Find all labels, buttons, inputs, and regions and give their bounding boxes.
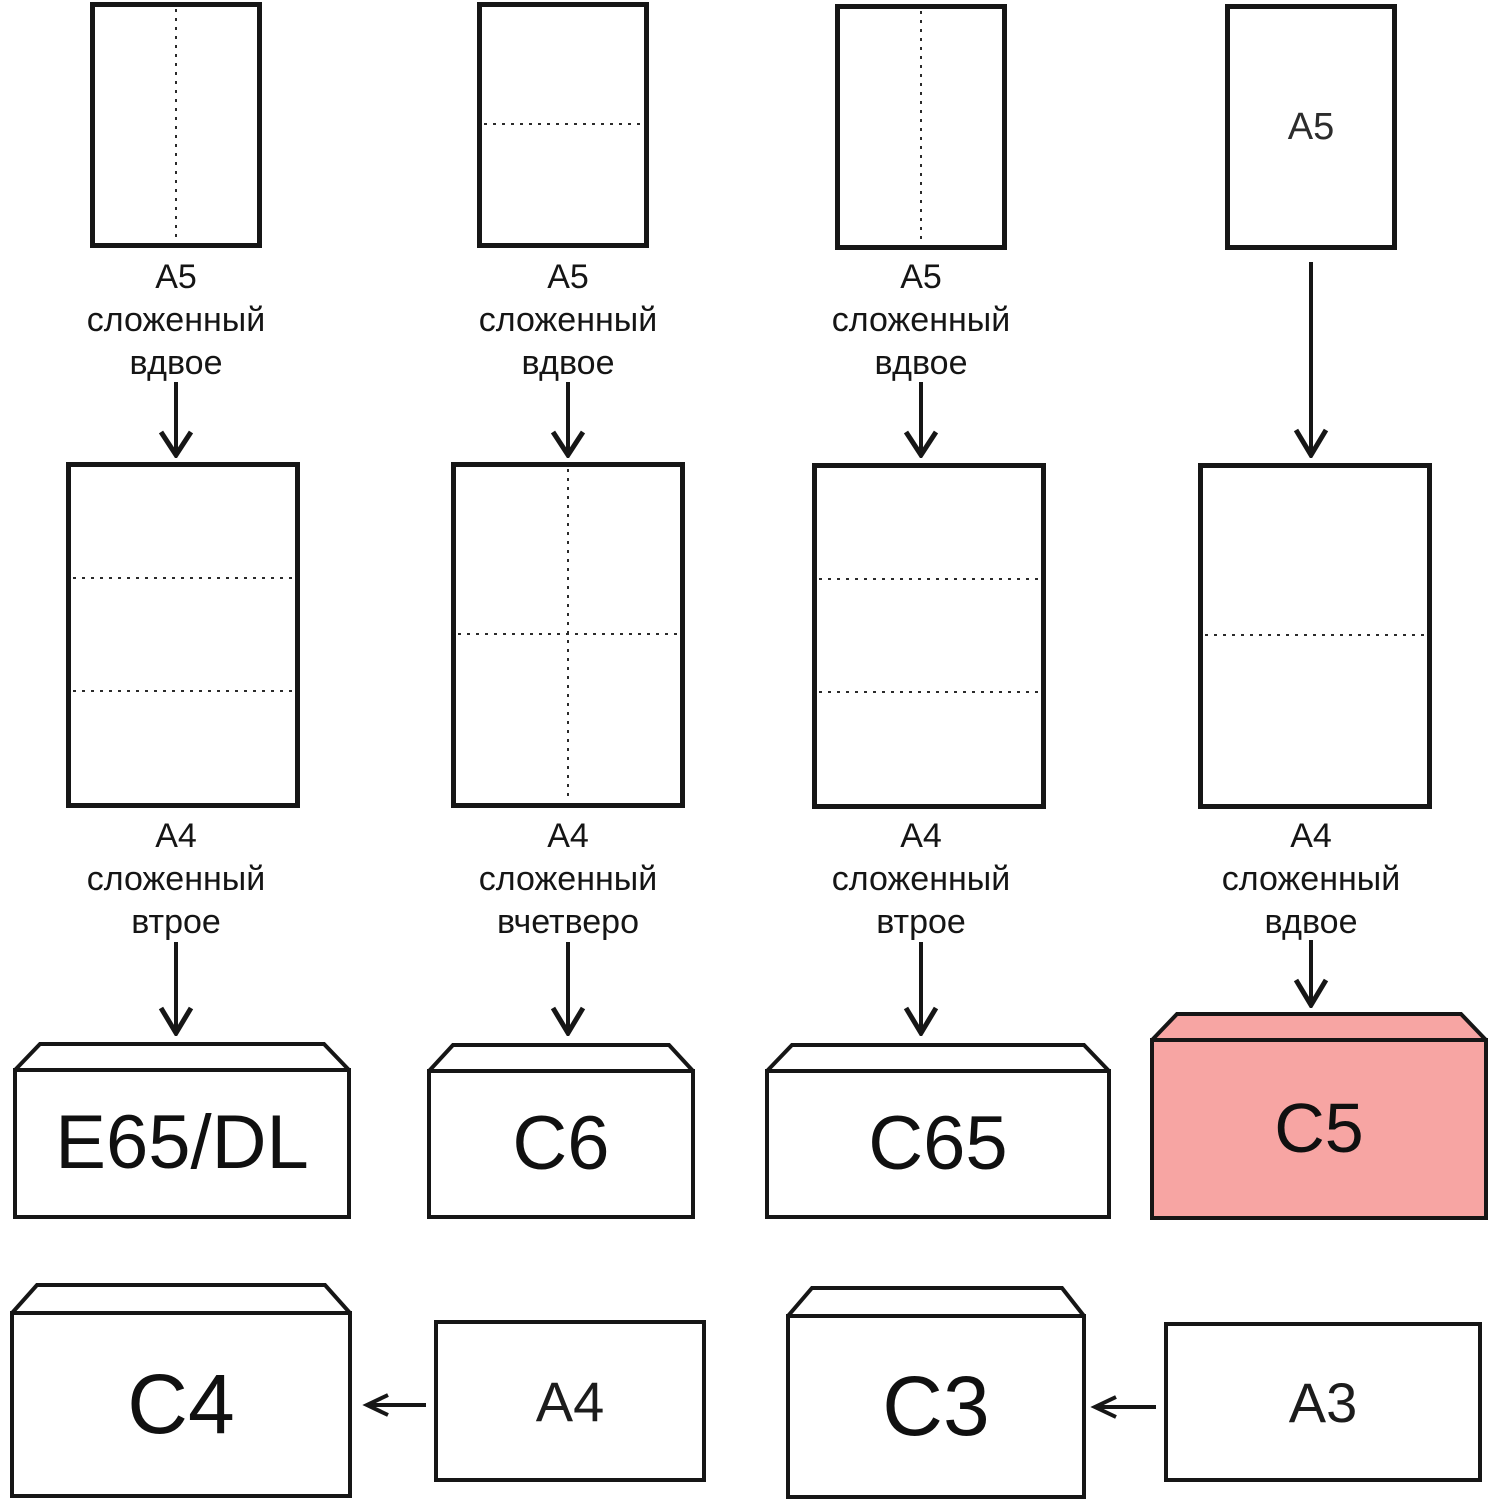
caption-line: сложенный [86,301,266,339]
caption-line: сложенный [831,301,1011,339]
caption-line: вчетверо [496,903,639,941]
envelope-flap [1150,1012,1488,1042]
envelope-c3 [786,1286,1086,1499]
caption-line: вдвое [874,344,968,382]
a4-sheet-col1 [66,462,300,808]
envelope-body [765,1069,1111,1219]
a5-sheet-col3 [835,4,1007,250]
a5-sheet-col4: А5 [1225,4,1397,250]
caption-line: вдвое [129,344,223,382]
envelope-label-c3: C3 [882,1359,990,1453]
fold-line-horizontal [73,690,293,692]
caption-line: втрое [876,903,966,941]
envelope-label-c4: C4 [127,1357,235,1451]
fold-line-horizontal [1205,634,1425,636]
fold-line-vertical [920,11,922,243]
sheet-label-wrap: А5 [1230,9,1392,245]
a3-sheet-bottom: А3 [1164,1322,1482,1482]
sheet-label-a4: А4 [535,1369,605,1433]
arrow-down-icon [1293,262,1329,458]
envelope-e65dl [13,1042,351,1219]
envelope-flap [427,1043,695,1073]
arrow-down-icon [158,382,194,458]
caption-line: А4 [155,817,197,855]
envelope-flap [786,1286,1086,1318]
envelope-label-c5: C5 [1274,1089,1364,1167]
caption-line: А5 [900,258,942,296]
caption-line: сложенный [831,860,1011,898]
caption-a4-col1: А4 сложенный втрое [26,815,326,944]
fold-line-vertical [175,9,177,241]
caption-line: сложенный [1221,860,1401,898]
caption-a5-col3: А5 сложенный вдвое [771,256,1071,385]
envelope-c6 [427,1043,695,1219]
a4-sheet-bottom: А4 [434,1320,706,1482]
envelope-body [10,1311,352,1498]
envelope-c5-highlighted [1150,1012,1488,1220]
caption-line: А4 [547,817,589,855]
arrow-down-icon [903,942,939,1036]
envelope-label-c6: C6 [512,1100,610,1186]
arrow-down-icon [1293,940,1329,1008]
envelope-body [427,1069,695,1219]
fold-line-horizontal [458,633,678,635]
envelope-c4 [10,1283,352,1498]
caption-line: сложенный [86,860,266,898]
envelope-flap [765,1043,1111,1073]
caption-line: сложенный [478,860,658,898]
sheet-label-a3: А3 [1288,1370,1358,1434]
caption-line: втрое [131,903,221,941]
caption-line: А4 [900,817,942,855]
a4-sheet-col4 [1198,463,1432,809]
envelope-body [786,1314,1086,1499]
fold-line-horizontal [73,577,293,579]
caption-a4-col3: А4 сложенный втрое [771,815,1071,944]
a4-sheet-col3 [812,463,1046,809]
envelope-body [13,1068,351,1219]
a5-sheet-col1 [90,2,262,248]
arrow-down-icon [903,382,939,458]
fold-line-horizontal [484,123,642,125]
caption-a5-col1: А5 сложенный вдвое [26,256,326,385]
arrow-down-icon [158,942,194,1036]
sheet-label-wrap: А4 [438,1324,702,1478]
sheet-label-a5: А5 [1287,105,1335,148]
caption-a4-col4: А4 сложенный вдвое [1161,815,1461,944]
envelope-label-c65: C65 [868,1100,1008,1186]
caption-line: А5 [155,258,197,296]
envelope-label-e65dl: E65/DL [55,1100,309,1185]
envelope-c65 [765,1043,1111,1219]
fold-line-horizontal [819,578,1039,580]
envelope-flap [10,1283,352,1315]
a5-sheet-col2 [477,2,649,248]
fold-line-vertical [567,469,569,801]
envelope-body [1150,1038,1488,1220]
caption-line: вдвое [521,344,615,382]
caption-line: сложенный [478,301,658,339]
caption-a4-col2: А4 сложенный вчетверо [418,815,718,944]
arrow-down-icon [550,942,586,1036]
caption-line: вдвое [1264,903,1358,941]
arrow-left-icon [362,1393,426,1417]
caption-line: А5 [547,258,589,296]
caption-a5-col2: А5 сложенный вдвое [418,256,718,385]
arrow-left-icon [1090,1395,1156,1419]
fold-line-horizontal [819,691,1039,693]
a4-sheet-col2 [451,462,685,808]
sheet-label-wrap: А3 [1168,1326,1478,1478]
caption-line: А4 [1290,817,1332,855]
envelope-flap [13,1042,351,1072]
arrow-down-icon [550,382,586,458]
